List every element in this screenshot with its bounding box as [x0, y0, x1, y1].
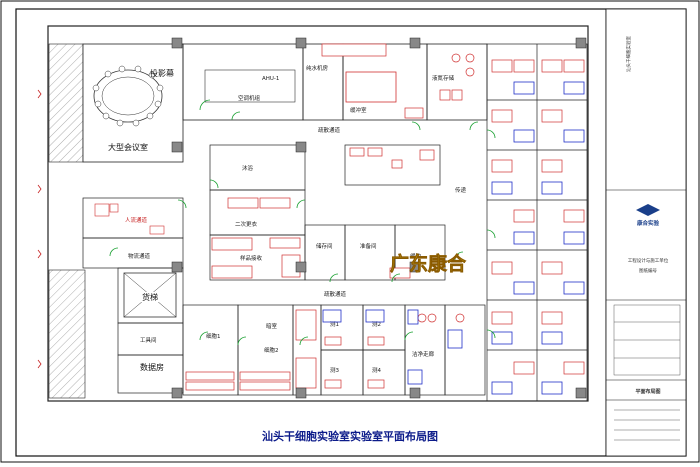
elevator-label: 货梯: [142, 292, 158, 302]
people-path-equipment: [94, 203, 165, 235]
meeting-room: 投影幕 大型会议室: [82, 43, 184, 163]
data-room-label: 数据房: [140, 362, 164, 372]
hatched-zone-upper: [48, 43, 84, 163]
building-outline: [47, 25, 589, 402]
prep-label: 准备间: [360, 242, 377, 250]
sample-recv-label: 样品接收: [240, 254, 263, 262]
room-2-label: 测2: [372, 320, 381, 328]
evac-mid-label: 疏散通道: [324, 290, 347, 298]
ahu-unit: [204, 69, 296, 103]
drawing-name: 平面布局图: [635, 388, 660, 395]
elevator: 货梯: [123, 272, 177, 318]
cabinet-room-label: 洁净走廊: [412, 350, 435, 358]
meeting-room-label: 大型会议室: [108, 142, 148, 152]
evac-top-label: 疏散通道: [318, 126, 341, 134]
tools-label: 工具间: [140, 336, 157, 344]
central-equipment: [211, 147, 435, 279]
pipe-room-label: 纯水机房: [306, 64, 329, 72]
people-path-label: 人流通道: [125, 216, 148, 224]
bottom-blue-equipment: [322, 309, 463, 385]
airlock-label: 缓冲: [410, 252, 422, 260]
sheet-label: 图纸编号: [639, 267, 657, 274]
grid-markers: [37, 89, 42, 369]
ahu-label: 空调机组: [238, 94, 261, 102]
storage-label: 储存间: [316, 242, 333, 250]
transfer-label: 传递: [455, 186, 467, 194]
hatched-zone-lower: [48, 269, 86, 399]
circulation-rooms: [82, 197, 184, 394]
dark-label: 暗室: [266, 322, 278, 330]
project-name: 汕头干细胞实验室: [625, 36, 632, 72]
upper-equipment: [321, 43, 475, 119]
clean-room-box: [345, 71, 397, 103]
right-lab-block: [486, 43, 588, 402]
room-1-label: 测1: [330, 320, 339, 328]
bottom-rooms: [182, 304, 486, 396]
projection-label: 投影幕: [150, 68, 174, 78]
door-swings: [109, 99, 496, 346]
right-lab-equipment: [491, 59, 585, 395]
client-label: 工程设计与施工单位: [628, 257, 669, 264]
company-name: 康合实验: [636, 219, 660, 227]
clean-room-label: 缓冲室: [350, 106, 367, 114]
room-3-label: 测3: [330, 366, 340, 374]
title-block: 汕头干细胞实验室 康合实验 工程设计与施工单位 图纸编号 平面布局图: [605, 8, 687, 457]
meeting-table: [93, 69, 163, 123]
ahu-sign: AHU-1: [262, 76, 279, 82]
cell2-label: 细胞2: [264, 346, 279, 354]
company-logo: 康合实验: [636, 204, 660, 227]
goods-path-label: 物流通道: [128, 252, 151, 260]
room-4-label: 测4: [372, 366, 382, 374]
bio-store-label: 液氮存储: [432, 74, 455, 82]
drawing-title: 汕头干细胞实验室实验室平面布局图: [262, 429, 438, 443]
structural-columns: [171, 37, 587, 399]
central-rooms: [209, 144, 446, 281]
gown2-label: 二次更衣: [235, 220, 258, 228]
watermark: 广东康合: [390, 252, 467, 275]
cell1-label: 细胞1: [206, 332, 221, 340]
shower-label: 沐浴: [242, 164, 254, 172]
meeting-chairs: [92, 65, 164, 127]
